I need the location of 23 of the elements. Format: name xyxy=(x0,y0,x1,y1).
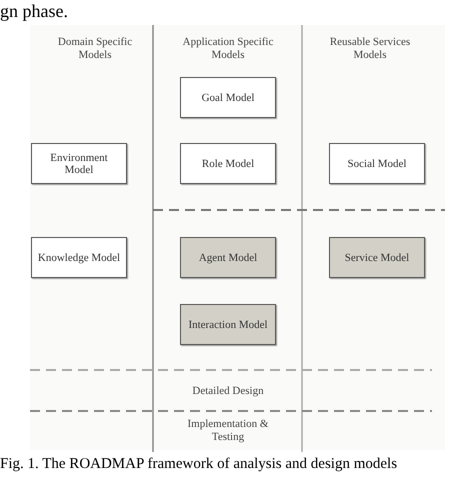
model-name: Goal Model xyxy=(202,92,254,104)
model-box xyxy=(180,304,276,345)
phase-label: Detailed Design xyxy=(191,385,265,398)
model-name: Interaction Model xyxy=(188,318,268,330)
model-name: Environment Model xyxy=(49,152,109,176)
model-box xyxy=(180,77,276,118)
model-name: Service Model xyxy=(344,252,410,264)
figure-caption: Fig. 1. The ROADMAP framework of analysis and design models xyxy=(0,455,398,473)
model-box xyxy=(180,143,276,184)
model-box xyxy=(31,237,127,278)
model-name: Social Model xyxy=(348,158,406,170)
model-name: Role Model xyxy=(202,158,254,170)
column-heading: Application Specific Models xyxy=(182,36,274,62)
model-name: Knowledge Model xyxy=(38,252,120,264)
model-box xyxy=(31,143,127,184)
model-box xyxy=(329,143,425,184)
model-box xyxy=(180,237,276,278)
phase-label: Implementation & Testing xyxy=(186,418,270,444)
column-heading: Reusable Services Models xyxy=(328,36,412,62)
column-heading: Domain Specific Models xyxy=(56,36,134,62)
model-name: Agent Model xyxy=(198,252,258,264)
model-box xyxy=(329,237,425,278)
partial-text: gn phase. xyxy=(0,0,69,22)
